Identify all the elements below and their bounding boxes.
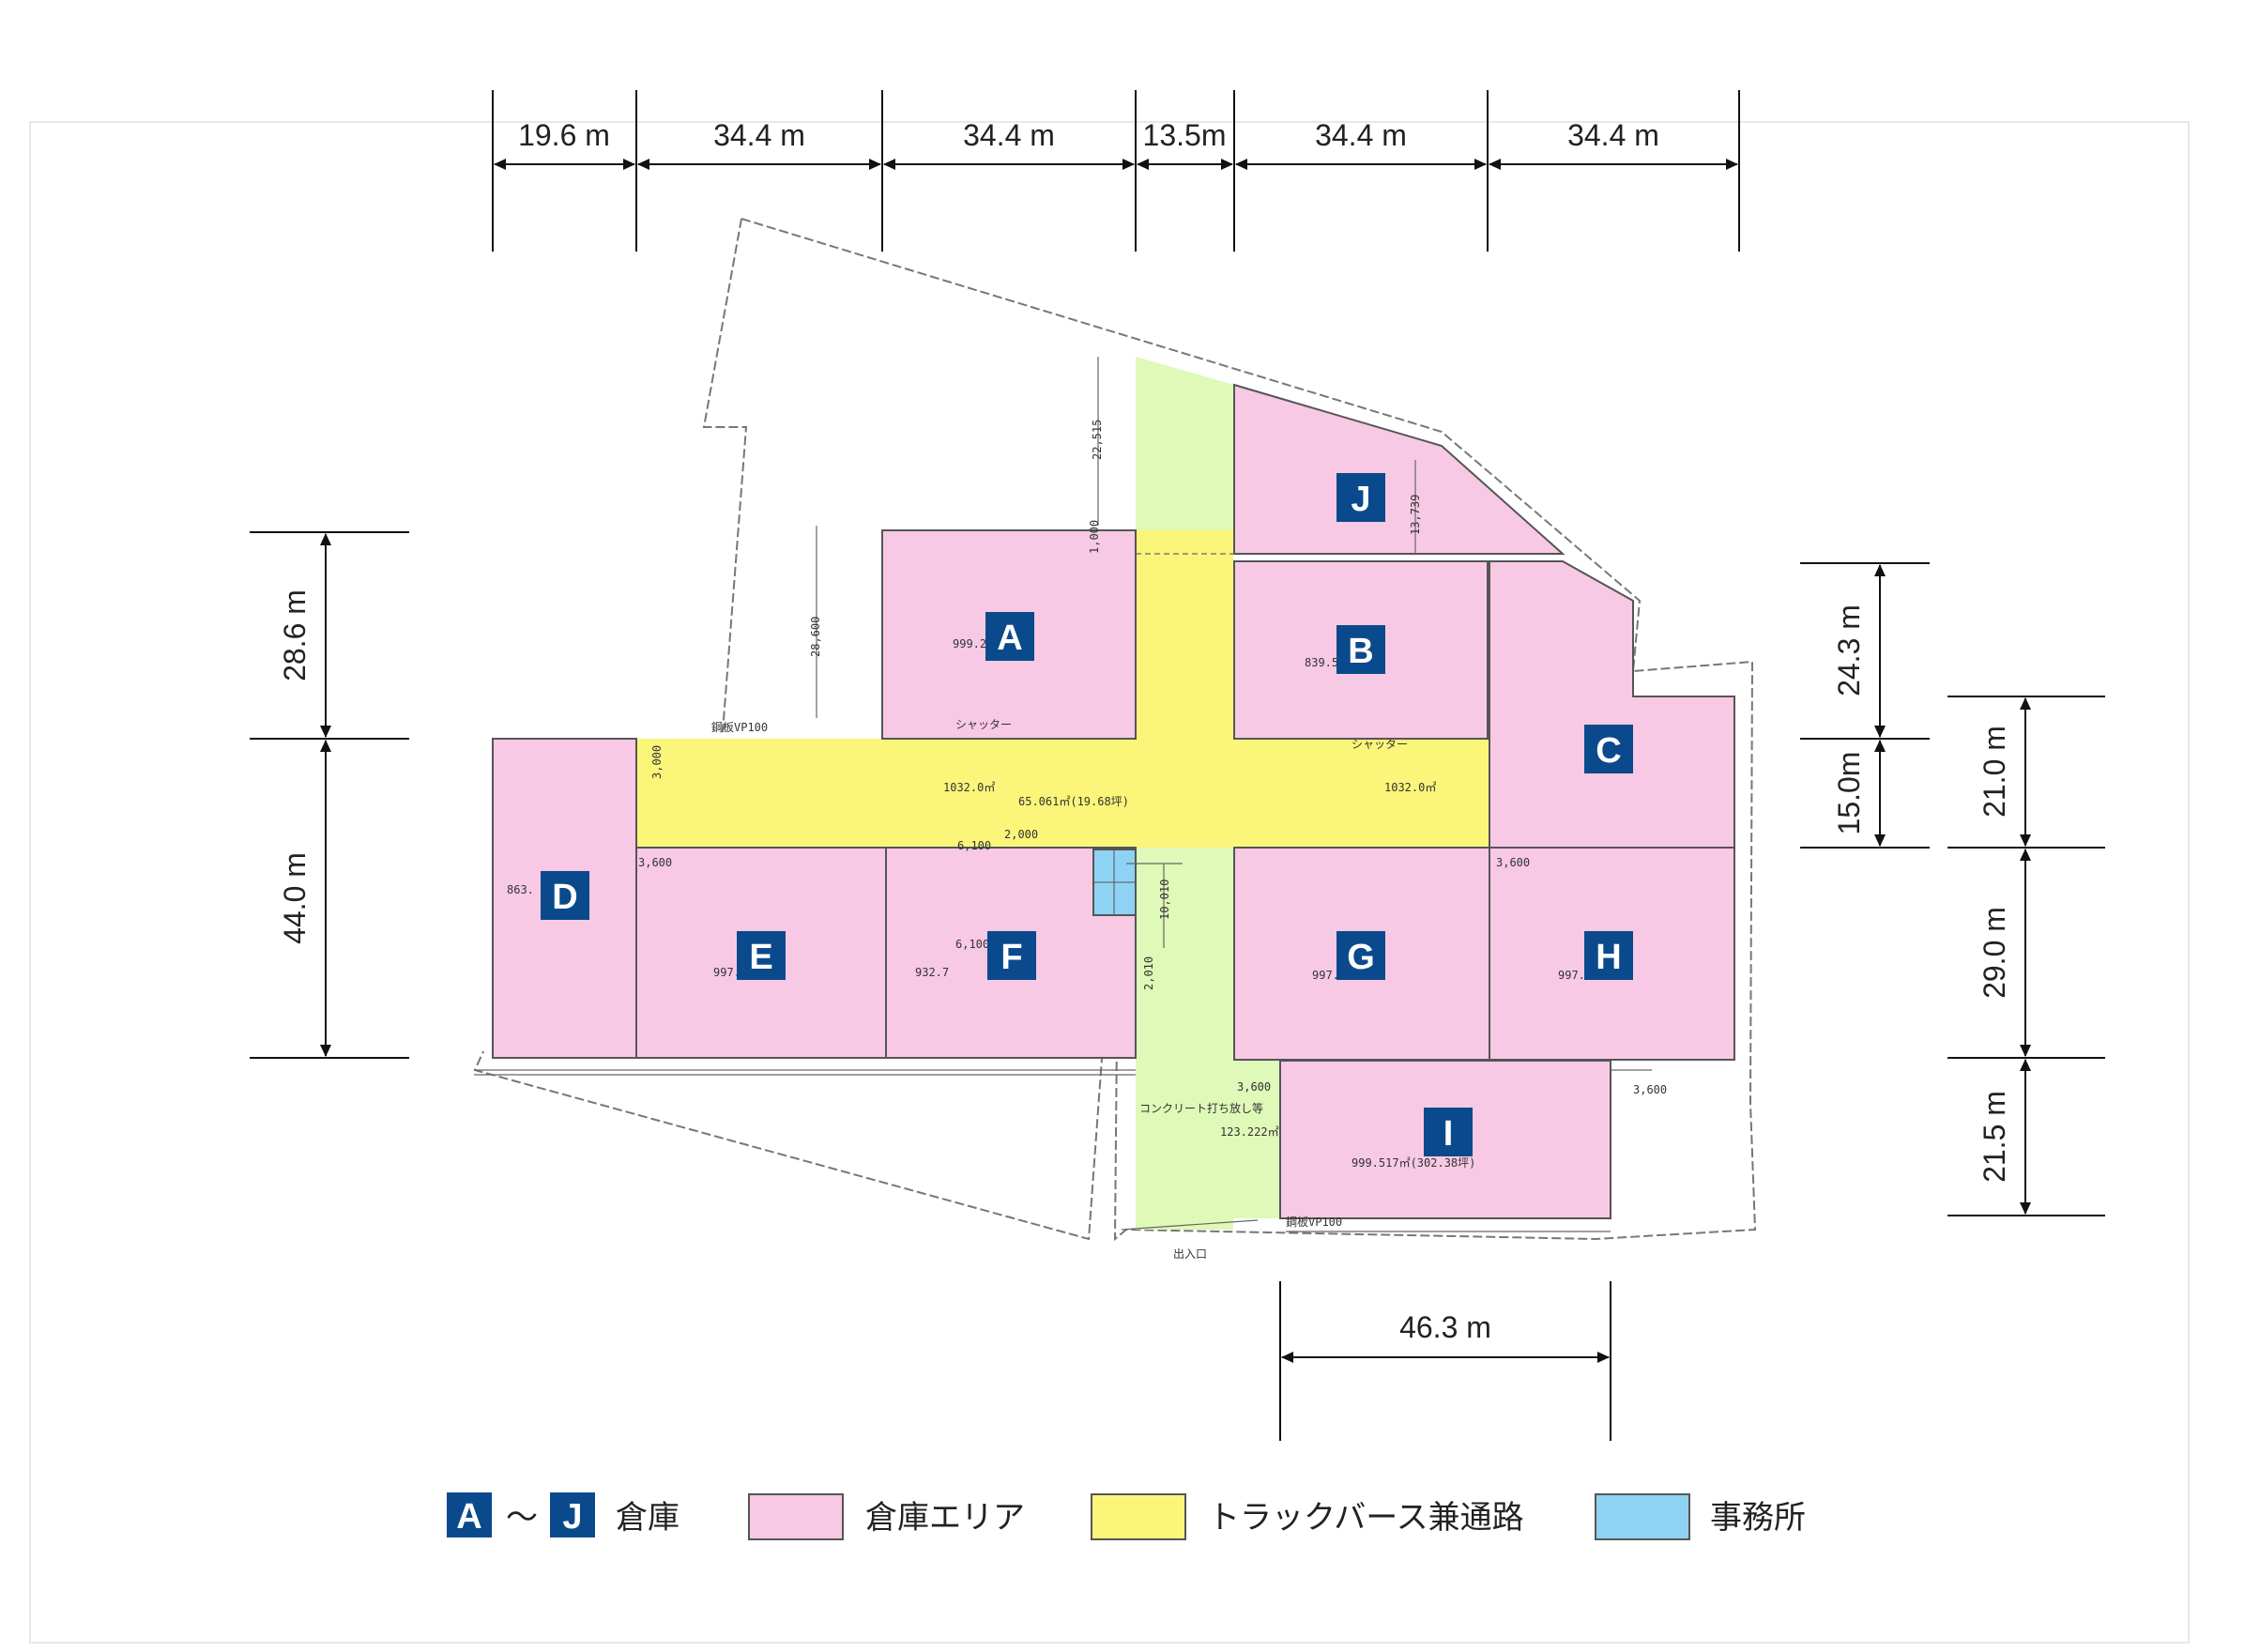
dim-top-5: 34.4 m [1315,118,1407,152]
berth-area-left: 1032.0㎡ [943,781,995,794]
svg-text:C: C [1596,731,1621,771]
dim-10010: 10,010 [1158,880,1171,920]
area-123-note: 123.222㎡ [1220,1125,1279,1139]
berth-area-right: 1032.0㎡ [1384,781,1436,794]
badge-B: B [1336,625,1385,674]
legend-office-label: 事務所 [1710,1500,1806,1536]
dim-left-2: 44.0 m [278,852,312,944]
open-ground-north [1136,357,1234,530]
shutter-note: シャッター [955,718,1012,731]
truck-berth-horizontal [636,739,1489,848]
dim-right-outer-1: 24.3 m [1832,604,1866,696]
dim-2010: 2,010 [1142,956,1155,990]
vp100-note: 鋼板VP100 [711,721,768,734]
dim-top-4: 13.5m [1143,118,1227,152]
svg-text:E: E [749,938,772,977]
area-text-B: 839.5 [1305,656,1338,669]
legend-swatch-truck-berth [1091,1493,1186,1540]
dim-top-2: 34.4 m [713,118,805,152]
dim-right-inner-2: 29.0 m [1978,907,2011,999]
dim-right-inner-3: 21.5 m [1978,1091,2011,1183]
dim-3600-c: 3,600 [1237,1080,1271,1094]
dim-top-1: 19.6 m [518,118,610,152]
dimension-lines [250,90,2105,1441]
dim-3600-b: 3,600 [638,856,672,869]
badge-E: E [737,931,786,980]
legend-tilde: 〜 [506,1500,538,1536]
dim-3600-d: 3,600 [1633,1083,1667,1096]
legend-badge-range: A 〜 J 倉庫 [447,1492,680,1537]
dim-6100: 6,100 [957,839,991,852]
legend-swatch-office [1595,1493,1690,1540]
plan-detail-lines [474,357,1652,1232]
svg-text:J: J [1351,480,1370,519]
dim-3600: 3,600 [1496,856,1530,869]
legend-warehouse-label: 倉庫 [616,1500,680,1536]
badge-G: G [1336,931,1385,980]
badge-F: F [987,931,1036,980]
svg-text:B: B [1348,632,1373,671]
svg-text:D: D [552,878,577,917]
legend-warehouse-area-label: 倉庫エリア [865,1500,1025,1536]
legend-swatch-warehouse-area [748,1493,844,1540]
area-text-F: 932.7 [915,966,949,979]
badge-C: C [1584,725,1633,773]
dim-2000: 2,000 [1004,828,1038,841]
dimension-labels: 19.6 m 34.4 m 34.4 m 13.5m 34.4 m 34.4 m… [278,118,2011,1344]
concrete-note: コンクリート打ち放し等 [1139,1101,1263,1115]
dim-6100-b: 6,100 [955,938,989,951]
dim-3000: 3,000 [650,745,664,779]
page-frame [29,121,2190,1644]
badge-I: I [1424,1108,1473,1156]
area-text-I: 999.517㎡(302.38坪) [1352,1156,1475,1170]
legend-warehouse-area: 倉庫エリア [748,1493,1025,1540]
area-J [1233,383,1565,555]
office-area-text: 65.061㎡(19.68坪) [1018,795,1129,808]
legend-office: 事務所 [1595,1493,1806,1540]
shutter-note-2: シャッター [1352,738,1408,751]
warehouse-areas [492,383,1735,1219]
svg-text:G: G [1347,938,1375,977]
dim-22515: 22,515 [1091,420,1104,460]
dim-left-1: 28.6 m [278,589,312,681]
area-text-D: 863. [507,883,534,896]
badge-J: J [1336,473,1385,522]
legend: A 〜 J 倉庫 倉庫エリア トラックバース兼通路 事務所 [447,1492,1806,1540]
badge-A: A [985,612,1034,661]
dim-top-6: 34.4 m [1567,118,1659,152]
warehouse-badges: A B C D E F G [541,473,1633,1156]
dim-28600: 28,600 [809,617,822,657]
legend-badge-to: J [562,1497,582,1537]
floor-plan: 999.2 839.5 863. 997.6㎡ 932.7 997.5 997.… [473,218,1757,1261]
site-boundary-north [702,218,748,733]
gate-label: 出入口 [1173,1247,1207,1261]
dim-bottom: 46.3 m [1399,1310,1491,1344]
legend-badge-from: A [456,1497,481,1537]
open-ground-south [1136,848,1233,1230]
site-boundary [473,218,1757,1242]
vp100-note-2: 鋼板VP100 [1286,1216,1342,1229]
area-C [1489,560,1735,849]
area-text-A: 999.2 [953,637,986,650]
badge-H: H [1584,931,1633,980]
truck-berth-vertical [1136,530,1233,848]
svg-text:A: A [997,619,1022,658]
open-ground-south-east [1233,1061,1280,1218]
legend-truck-berth: トラックバース兼通路 [1091,1493,1524,1540]
dim-right-inner-1: 21.0 m [1978,726,2011,818]
svg-text:H: H [1596,938,1621,977]
svg-text:I: I [1443,1114,1454,1154]
dim-1000: 1,000 [1088,520,1101,554]
dim-right-outer-2: 15.0m [1832,752,1866,835]
legend-truck-berth-label: トラックバース兼通路 [1208,1500,1524,1536]
svg-text:F: F [1000,938,1022,977]
dim-top-3: 34.4 m [963,118,1055,152]
area-text-H: 997. [1558,969,1585,982]
dim-13739: 13,739 [1409,495,1422,535]
badge-D: D [541,871,589,920]
